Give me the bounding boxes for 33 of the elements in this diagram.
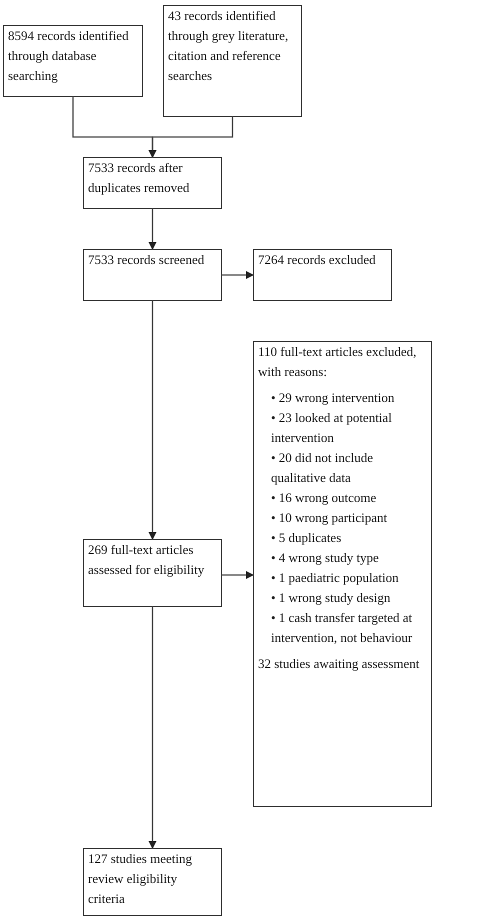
box-text: 7533 records screened [88,251,206,269]
box-text: 110 full-text articles excluded, with reasons: [258,343,418,381]
process-box [83,249,222,301]
reason-item: • 29 wrong intervention [270,389,396,407]
arrow [222,571,254,579]
reason-item: • 16 wrong outcome [270,489,378,507]
process-box [163,5,302,117]
arrow [148,607,156,849]
reason-item: • 1 wrong study design [270,589,392,607]
reason-item: • 4 wrong study type [270,549,380,567]
reason-item: • 23 looked at potential intervention [270,409,393,447]
process-box [83,539,222,607]
box-text: 269 full-text articles assessed for eligibility [88,541,206,579]
reason-item: • 1 cash transfer targeted at intervention, not behaviour [270,609,414,647]
arrow [148,301,156,540]
box-text: 127 studies meeting review eligibility criteria [88,850,193,908]
process-box [3,25,143,97]
arrow [148,209,156,250]
reason-item: • 1 paediatric population [270,569,400,587]
box-text: 7264 records excluded [258,251,377,269]
process-box [253,249,392,301]
process-box [83,157,222,209]
reason-item: • 10 wrong participant [270,509,388,527]
arrow [222,271,254,279]
process-box [253,341,432,807]
reason-item: • 5 duplicates [270,529,342,547]
box-text: 43 records identified through grey literature, citation and reference searches [168,7,290,85]
box-text: 8594 records identified through database searching [8,27,130,85]
box-text: 7533 records after duplicates removed [88,159,190,197]
arrow [148,117,234,158]
reason-item: • 20 did not include qualitative data [270,449,374,487]
process-box [83,848,222,916]
box-text: 32 studies awaiting assessment [258,655,420,673]
